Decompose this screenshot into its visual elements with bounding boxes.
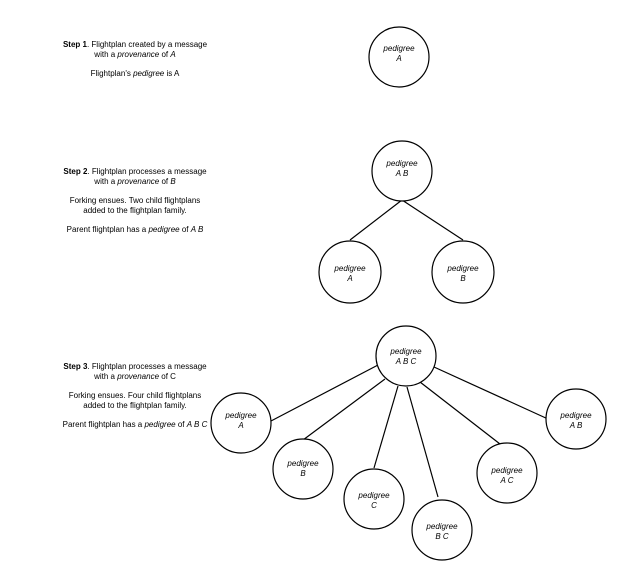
node-s2-a-label: pedigree (333, 264, 366, 273)
node-s2-b-value: B (460, 274, 466, 283)
node-s2-a-value: A (346, 274, 352, 283)
edge-s3-root-b (302, 378, 386, 441)
node-s3-a-value: A (237, 421, 243, 430)
node-s3-root: pedigree A B C (375, 325, 437, 387)
node-s3-c: pedigree C (343, 468, 405, 530)
node-s3-b-label: pedigree (286, 459, 319, 468)
step-2-line-3: Parent flightplan has a pedigree of A B (66, 225, 204, 234)
node-s3-ac-label: pedigree (490, 466, 523, 475)
edge-s3-root-bc (406, 386, 439, 498)
edge-s2-root-b (401, 199, 464, 241)
node-s3-root-value: A B C (395, 357, 417, 366)
step-3-description: Step 3. Flightplan processes a message w… (60, 362, 210, 439)
node-s3-root-label: pedigree (389, 347, 422, 356)
node-s2-b-label: pedigree (446, 264, 479, 273)
edge-s3-root-ac (419, 381, 501, 445)
edge-s3-root-a (270, 364, 379, 422)
node-s3-bc-value: B C (435, 532, 449, 541)
node-s2-b: pedigree B (431, 240, 495, 304)
node-s1-root-value: A (395, 54, 401, 63)
node-s3-bc: pedigree B C (411, 499, 473, 561)
step-3-line-2: Forking ensues. Four child flightplans a… (68, 391, 202, 410)
step-3-line-3: Parent flightplan has a pedigree of A B … (62, 420, 208, 429)
node-s2-root-value: A B (395, 169, 409, 178)
node-s2-root: pedigree A B (371, 140, 433, 202)
step-1-line-2: Flightplan's pedigree is A (90, 69, 180, 78)
node-s3-a-label: pedigree (224, 411, 257, 420)
node-s3-b-value: B (300, 469, 306, 478)
step-2-line-2: Forking ensues. Two child flightplans ad… (69, 196, 201, 215)
edge-s2-root-a (349, 199, 403, 241)
step-1-line-1: Step 1. Flightplan created by a message … (62, 40, 208, 59)
edge-s3-root-ab (433, 366, 549, 420)
node-s2-root-label: pedigree (385, 159, 418, 168)
edge-s3-root-c (373, 385, 399, 469)
node-s3-ac: pedigree A C (476, 442, 538, 504)
node-s3-ab: pedigree A B (545, 388, 607, 450)
step-1-description: Step 1. Flightplan created by a message … (60, 40, 210, 88)
step-2-description: Step 2. Flightplan processes a message w… (60, 167, 210, 244)
node-s1-root: pedigree A (368, 26, 430, 88)
node-s3-a: pedigree A (210, 392, 272, 454)
step-3-line-1: Step 3. Flightplan processes a message w… (63, 362, 207, 381)
node-s3-bc-label: pedigree (425, 522, 458, 531)
step-2-line-1: Step 2. Flightplan processes a message w… (63, 167, 207, 186)
node-s3-c-label: pedigree (357, 491, 390, 500)
node-s3-b: pedigree B (272, 438, 334, 500)
node-s3-ac-value: A C (499, 476, 513, 485)
node-s1-root-label: pedigree (382, 44, 415, 53)
node-s3-ab-label: pedigree (559, 411, 592, 420)
node-s3-c-value: C (371, 501, 377, 510)
node-s3-ab-value: A B (569, 421, 583, 430)
node-s2-a: pedigree A (318, 240, 382, 304)
